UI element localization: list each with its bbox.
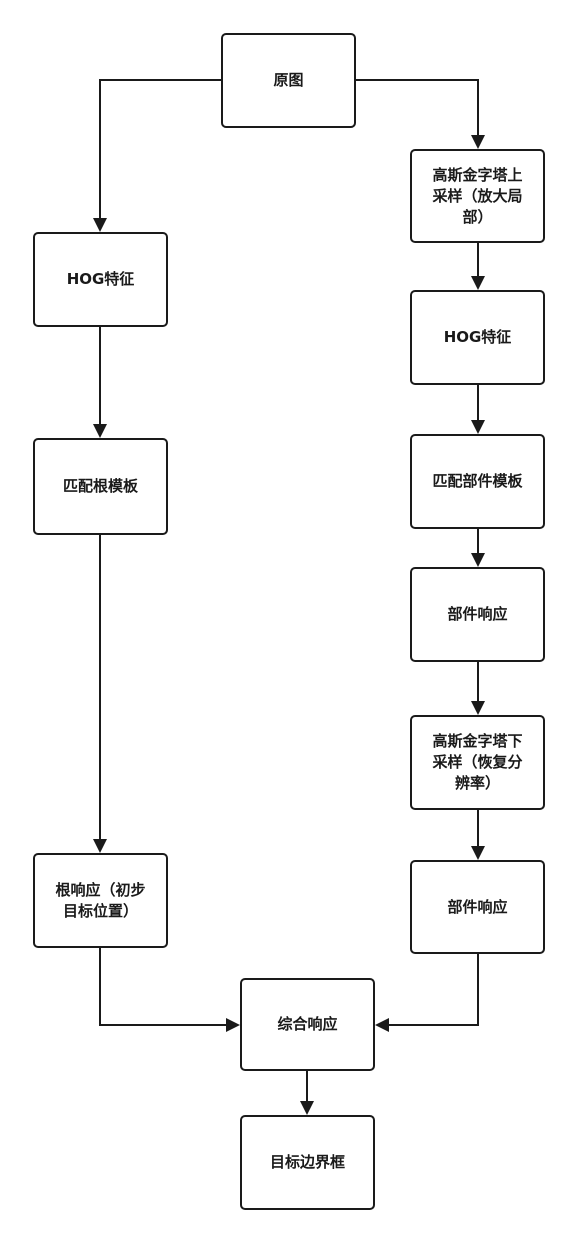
arrowhead-combined-left <box>226 1018 240 1032</box>
node-left-hog-features-label: HOG特征 <box>66 270 135 288</box>
node-combined-response-label: 综合响应 <box>277 1015 338 1033</box>
arrowhead-right-hog <box>471 276 485 290</box>
node-original-image: 原图 <box>221 33 356 128</box>
connector-root-response-to-combined <box>99 948 226 1026</box>
node-combined-response: 综合响应 <box>240 978 375 1071</box>
arrowhead-left-hog <box>93 218 107 232</box>
node-part-response-1-label: 部件响应 <box>447 605 508 623</box>
arrowhead-match-root <box>93 424 107 438</box>
node-match-root-template: 匹配根模板 <box>33 438 168 535</box>
arrowhead-pyramid-down <box>471 701 485 715</box>
node-match-root-template-label: 匹配根模板 <box>62 477 138 495</box>
arrowhead-part-response-2 <box>471 846 485 860</box>
node-pyramid-downsample: 高斯金字塔下 采样（恢复分 辨率） <box>410 715 545 810</box>
arrowhead-part-response-1 <box>471 553 485 567</box>
connector-original-to-pyramid-up <box>355 79 479 135</box>
arrowhead-root-response <box>93 839 107 853</box>
node-pyramid-downsample-label: 高斯金字塔下 采样（恢复分 辨率） <box>432 732 523 792</box>
connector-part-response-2-to-combined <box>389 954 479 1026</box>
node-target-bounding-box: 目标边界框 <box>240 1115 375 1210</box>
node-right-hog-features: HOG特征 <box>410 290 545 385</box>
arrowhead-pyramid-up <box>471 135 485 149</box>
node-left-hog-features: HOG特征 <box>33 232 168 327</box>
node-target-bounding-box-label: 目标边界框 <box>269 1153 345 1171</box>
arrowhead-match-part <box>471 420 485 434</box>
node-part-response-1: 部件响应 <box>410 567 545 662</box>
connector-original-to-left-hog <box>99 79 222 218</box>
node-right-hog-features-label: HOG特征 <box>443 328 512 346</box>
arrowhead-bbox <box>300 1101 314 1115</box>
node-match-part-template-label: 匹配部件模板 <box>432 472 523 490</box>
node-match-part-template: 匹配部件模板 <box>410 434 545 529</box>
node-root-response: 根响应（初步 目标位置） <box>33 853 168 948</box>
node-root-response-label: 根响应（初步 目标位置） <box>55 880 146 920</box>
node-original-image-label: 原图 <box>273 71 304 89</box>
node-part-response-2: 部件响应 <box>410 860 545 954</box>
arrowhead-combined-right <box>375 1018 389 1032</box>
node-pyramid-upsample-label: 高斯金字塔上 采样（放大局 部） <box>432 165 523 226</box>
node-part-response-2-label: 部件响应 <box>447 897 508 916</box>
node-pyramid-upsample: 高斯金字塔上 采样（放大局 部） <box>410 149 545 243</box>
